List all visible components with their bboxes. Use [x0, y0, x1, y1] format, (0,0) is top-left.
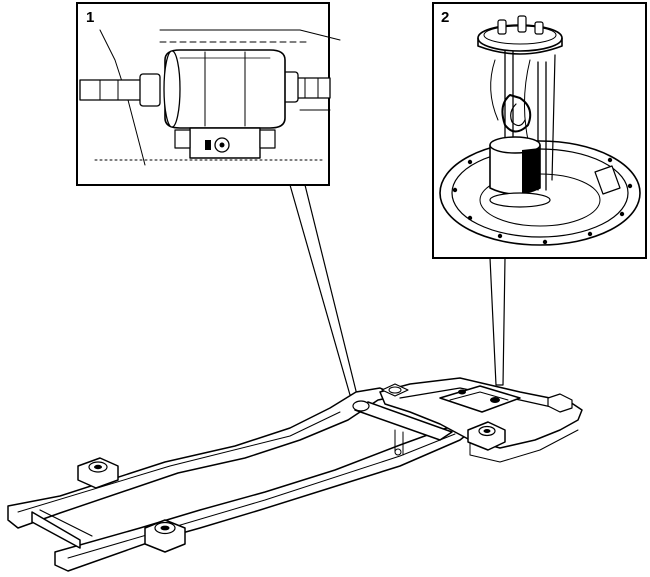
detail-panel-2: 2 — [432, 2, 647, 259]
callout-label-2: 2 — [441, 9, 449, 26]
chassis-frame — [7, 377, 583, 572]
rear-crossmember — [31, 511, 81, 549]
rear-mount-left — [77, 457, 119, 489]
detail-panel-1: 1 — [76, 2, 341, 186]
front-subframe — [379, 377, 583, 463]
leader-line-1 — [289, 184, 358, 396]
fuel-pump-sender-icon — [439, 15, 641, 246]
center-crossmember — [352, 400, 453, 456]
rear-mount-right — [144, 519, 186, 553]
callout-label-1: 1 — [86, 9, 94, 26]
leader-line-2 — [489, 257, 506, 386]
fuel-filter-icon — [79, 29, 341, 166]
